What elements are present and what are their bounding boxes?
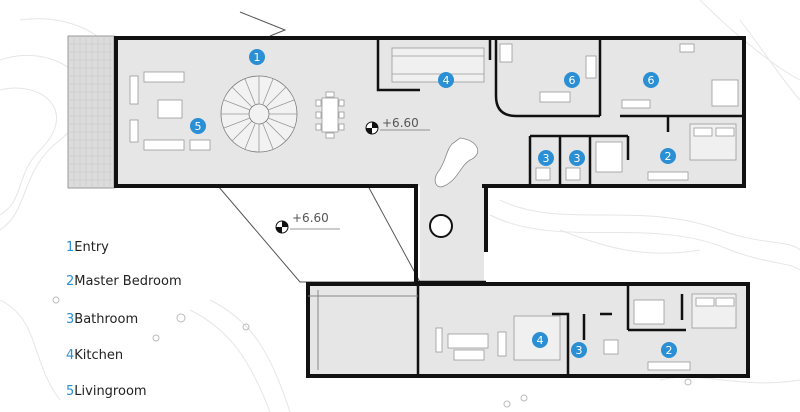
legend-number: 3 [66, 312, 75, 327]
svg-text:2: 2 [665, 150, 672, 163]
legend-label: Livingroom [74, 384, 147, 399]
room-badge: 3 [538, 150, 554, 166]
legend-label: Master Bedroom [74, 274, 182, 289]
room-badge: 1 [249, 49, 265, 65]
legend-number: 1 [66, 240, 75, 255]
svg-text:2: 2 [666, 344, 673, 357]
room-badge: 5 [190, 118, 206, 134]
site-dots [52, 296, 692, 408]
lower-wing-walls [306, 282, 750, 378]
upper-wing-walls [114, 36, 746, 284]
room-badge: 4 [438, 72, 454, 88]
svg-text:3: 3 [574, 152, 581, 165]
room-badge: 2 [661, 342, 677, 358]
svg-text:1: 1 [254, 51, 261, 64]
spiral-staircase [220, 75, 298, 153]
legend-item-livingroom: 5Livingroom [66, 384, 147, 399]
svg-text:3: 3 [576, 344, 583, 357]
legend-number: 4 [66, 348, 75, 363]
legend-item-master-bedroom: 2Master Bedroom [66, 274, 182, 289]
svg-text:6: 6 [648, 74, 655, 87]
room-badge: 4 [532, 332, 548, 348]
level-marker-lower: +6.60 [275, 211, 340, 234]
room-badge: 3 [571, 342, 587, 358]
glazing-lower-wing [308, 290, 418, 370]
terrace [67, 35, 115, 189]
legend-item-kitchen: 4Kitchen [66, 348, 123, 363]
svg-text:3: 3 [543, 152, 550, 165]
interior-walls-upper [376, 38, 744, 186]
svg-text:6: 6 [569, 74, 576, 87]
level-marker-upper: +6.60 [365, 116, 430, 135]
level-label: +6.60 [382, 116, 419, 130]
floor-areas [116, 38, 748, 376]
legend-item-entry: 1Entry [66, 240, 109, 255]
room-badges: 1 5 4 6 6 3 3 2 4 3 2 [190, 49, 677, 358]
room-badge: 6 [643, 72, 659, 88]
legend-label: Kitchen [74, 348, 124, 363]
room-badge: 3 [569, 150, 585, 166]
legend-number: 2 [66, 274, 75, 289]
furniture [129, 43, 739, 371]
legend-label: Entry [74, 240, 109, 255]
legend-item-bathroom: 3Bathroom [66, 312, 138, 327]
legend-label: Bathroom [74, 312, 139, 327]
svg-text:5: 5 [195, 120, 202, 133]
svg-text:4: 4 [443, 74, 450, 87]
level-label: +6.60 [292, 211, 329, 225]
legend-number: 5 [66, 384, 75, 399]
room-badge: 2 [660, 148, 676, 164]
interior-walls-lower [416, 280, 686, 376]
svg-text:4: 4 [537, 334, 544, 347]
room-badge: 6 [564, 72, 580, 88]
